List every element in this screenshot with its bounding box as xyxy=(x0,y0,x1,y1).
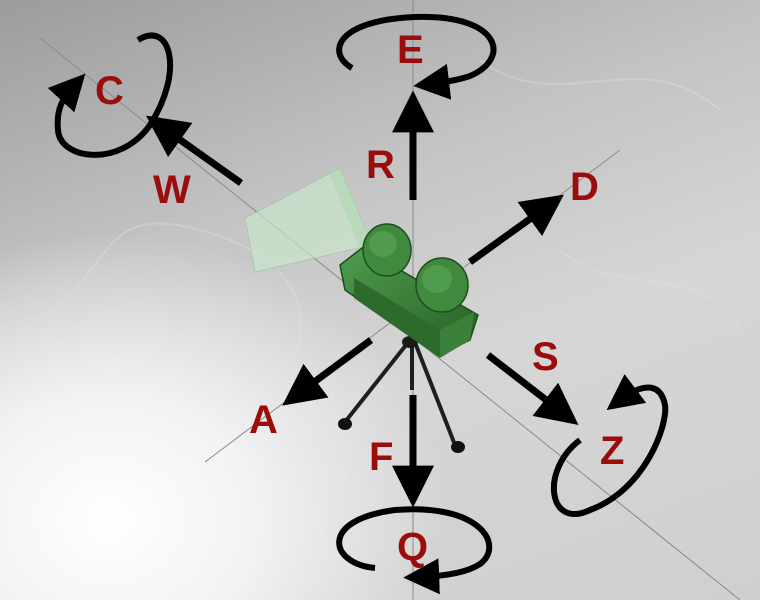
translation-arrows xyxy=(146,90,579,508)
key-label-z: Z xyxy=(600,429,624,473)
rotation-upperleft-icon xyxy=(47,32,174,158)
key-label-r: R xyxy=(366,143,395,187)
arrow-upright-icon xyxy=(467,194,564,265)
arrow-upleft-icon xyxy=(146,115,244,186)
key-labels: E R C W D S A Z F Q xyxy=(95,28,624,569)
tripod-icon xyxy=(343,338,457,446)
key-label-q: Q xyxy=(397,525,428,569)
key-label-d: D xyxy=(570,165,599,209)
rotation-top-icon xyxy=(336,13,497,100)
rotation-lowerright-icon xyxy=(550,374,669,517)
key-label-f: F xyxy=(369,435,393,479)
rotation-bottom-icon xyxy=(336,506,493,595)
key-label-a: A xyxy=(249,398,278,442)
key-label-w: W xyxy=(153,168,191,212)
rotation-arrows xyxy=(47,13,669,595)
arrow-downright-icon xyxy=(485,352,579,425)
key-label-c: C xyxy=(95,69,124,113)
arrow-downleft-icon xyxy=(282,337,374,406)
key-label-e: E xyxy=(397,28,424,72)
camera-icon xyxy=(338,223,479,453)
key-label-s: S xyxy=(532,335,559,379)
background-swirls xyxy=(19,59,741,421)
